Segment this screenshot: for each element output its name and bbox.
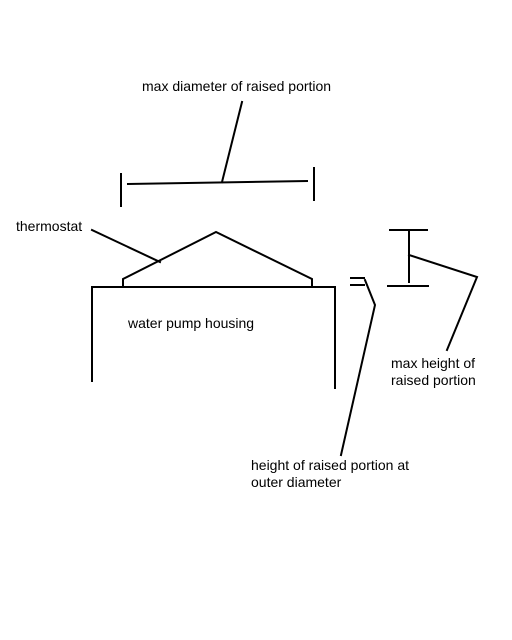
max-diameter-bar <box>126 179 309 186</box>
outer-height-label-line-1: height of raised portion at <box>251 457 409 473</box>
max-diameter-label: max diameter of raised portion <box>142 78 332 94</box>
thermostat-label: thermostat <box>16 218 83 234</box>
thermostat-outline <box>122 230 313 287</box>
max-height-leader <box>407 253 479 352</box>
outer-height-dimension <box>339 277 377 457</box>
housing-shape <box>91 286 336 389</box>
max-diameter-dimension <box>120 100 315 207</box>
max-height-dimension <box>387 229 479 352</box>
max-height-label: max height of raised portion <box>391 355 476 389</box>
outer-height-label-line-2: outer diameter <box>251 474 342 490</box>
outer-height-label: height of raised portion at outer diamet… <box>251 457 409 491</box>
outer-height-leader <box>339 278 377 457</box>
max-height-label-line-2: raised portion <box>391 372 476 388</box>
max-diameter-leader <box>220 100 244 184</box>
thermostat-leader <box>90 228 162 264</box>
housing-label: water pump housing <box>128 315 255 331</box>
thermostat-shape <box>90 228 313 287</box>
max-height-label-line-1: max height of <box>391 355 476 371</box>
